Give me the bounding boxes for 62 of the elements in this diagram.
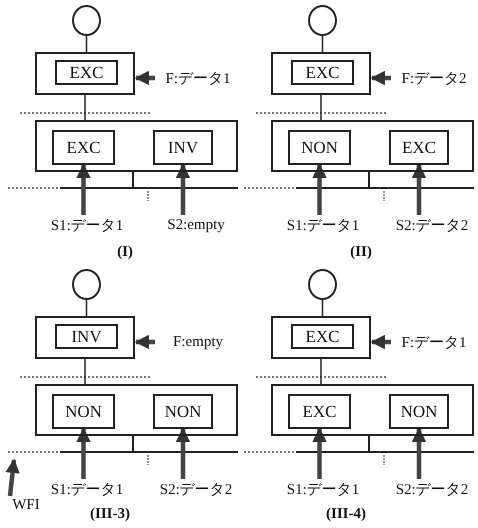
module-box: [35, 52, 135, 95]
state-box: EXC: [389, 130, 449, 165]
arrow: [412, 428, 426, 479]
signal-label: F:データ1: [393, 332, 475, 352]
connector-line: [86, 36, 88, 52]
connector-line: [322, 300, 324, 316]
state-box: NON: [52, 394, 115, 429]
connector-line: [84, 95, 86, 120]
state-box: NON: [153, 394, 213, 429]
module-box: [271, 52, 371, 95]
arrow: [76, 164, 91, 215]
state-box: EXC: [288, 394, 351, 429]
module-box: [271, 316, 371, 359]
connector-line: [86, 300, 88, 316]
arrow: [76, 428, 91, 479]
arrow: [134, 70, 155, 86]
panel-caption: (I): [116, 244, 134, 261]
signal-label: S2:empty: [153, 215, 239, 235]
signal-label: F:データ2: [393, 68, 475, 88]
connector-line: [320, 95, 322, 120]
arrow: [312, 164, 327, 215]
module-box: [271, 120, 474, 172]
arrow: [176, 428, 190, 479]
state-box: NON: [288, 130, 351, 165]
signal-label: S1:データ1: [47, 479, 127, 499]
arrow: [412, 164, 426, 215]
state-box: EXC: [55, 60, 118, 85]
panel-caption: (III-4): [325, 506, 367, 523]
arrow: [5, 458, 20, 496]
panel-caption: (III-3): [89, 506, 131, 523]
signal-label: S2:データ2: [153, 479, 239, 499]
signal-label: S2:データ2: [389, 479, 475, 499]
connector-line: [84, 359, 86, 384]
arrow: [370, 334, 391, 350]
signal-label: WFI: [4, 496, 48, 514]
node-circle: [72, 5, 101, 36]
module-box: [271, 384, 474, 436]
state-box: EXC: [291, 324, 354, 349]
state-box: EXC: [291, 60, 354, 85]
signal-label: S1:データ1: [47, 215, 127, 235]
module-box: [35, 120, 238, 172]
state-box: INV: [55, 324, 118, 349]
arrow: [312, 428, 327, 479]
node-circle: [72, 269, 101, 300]
connector-line: [322, 36, 324, 52]
state-box: INV: [153, 130, 213, 165]
arrow: [370, 70, 391, 86]
arrow: [176, 164, 190, 215]
signal-label: S1:データ1: [283, 215, 363, 235]
module-box: [35, 384, 238, 436]
signal-label: F:empty: [157, 332, 239, 352]
signal-label: F:データ1: [157, 68, 239, 88]
arrow: [134, 334, 155, 350]
node-circle: [308, 5, 337, 36]
connector-line: [320, 359, 322, 384]
node-circle: [308, 269, 337, 300]
signal-label: S2:データ2: [389, 215, 475, 235]
panel-caption: (II): [349, 244, 373, 261]
module-box: [35, 316, 135, 359]
signal-label: S1:データ1: [283, 479, 363, 499]
state-box: NON: [389, 394, 449, 429]
state-box: EXC: [52, 130, 115, 165]
